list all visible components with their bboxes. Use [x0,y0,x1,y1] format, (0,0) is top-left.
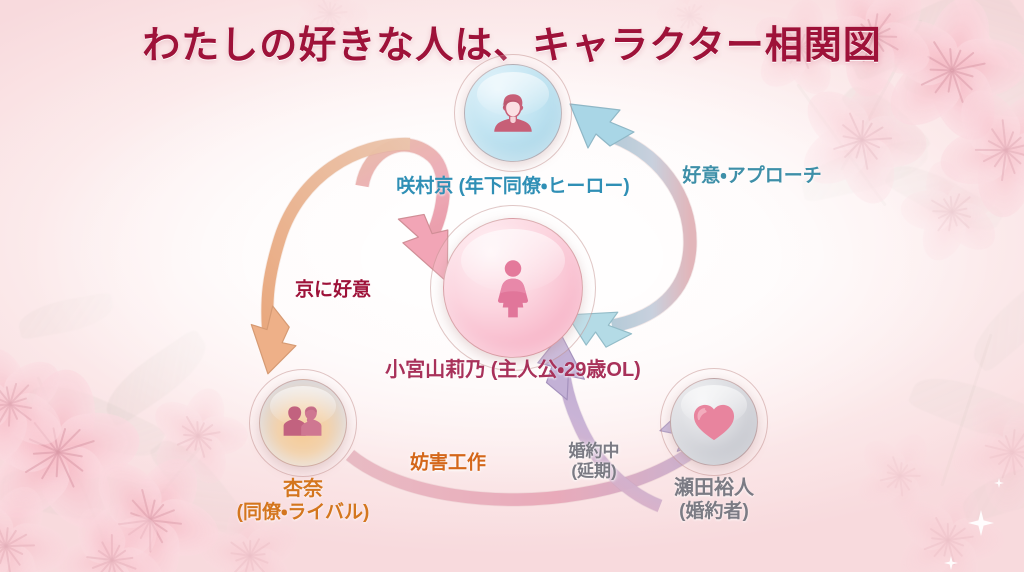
node-anna-name: 杏奈 [283,478,323,500]
node-seta-role: (婚約者) [679,501,749,523]
person-male-icon [494,94,532,132]
node-rino-orb[interactable] [443,218,583,358]
node-seta-label: 瀬田裕人 (婚約者) [674,476,754,524]
heart-icon [693,404,735,441]
edge-label-seta-engaged-line1: 婚約中 [568,441,620,461]
edge-label-seta-engaged: 婚約中 (延期) [569,442,620,483]
edge-label-anna-likes-kyo: 京に好意 [294,279,372,301]
node-seta-orb[interactable] [670,378,758,466]
node-anna-orb[interactable] [259,379,347,467]
edge-label-seta-engaged-line2: (延期) [571,462,617,481]
node-kyo-orb[interactable] [464,64,562,162]
node-rino-label: 小宮山莉乃 (主人公・29歳OL) [385,359,641,381]
edge-label-anna-sabotage: 妨害工作 [409,452,487,474]
edge-label-rino-kyo-approach: 好意・アプローチ [682,165,822,187]
node-seta-name: 瀬田裕人 [674,477,754,499]
two-people-icon [283,406,322,436]
arrow-rino-kyo-approach [566,103,698,348]
node-kyo-label: 咲村京 (年下同僚・ヒーロー) [396,176,630,197]
node-anna-label: 杏奈 (同僚・ライバル) [237,477,370,525]
arrow-anna-likes-kyo [250,137,411,375]
node-anna-role: (同僚・ライバル) [236,502,370,524]
person-female-icon [497,260,529,318]
